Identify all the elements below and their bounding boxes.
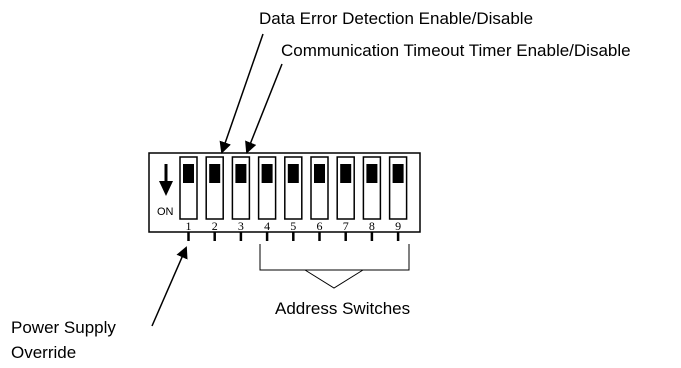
dip-switch-knob-4 — [261, 164, 273, 183]
switch-number-5: 5 — [290, 219, 296, 233]
switch-number-1: 1 — [186, 219, 192, 233]
switch-number-7: 7 — [343, 219, 349, 233]
dip-switch-knob-9 — [392, 164, 404, 183]
comm-timeout-arrow — [245, 63, 283, 154]
comm-timeout-label: Communication Timeout Timer Enable/Disab… — [281, 41, 631, 60]
dip-switch-knob-3 — [235, 164, 247, 183]
data-error-label: Data Error Detection Enable/Disable — [259, 9, 533, 28]
dip-switch-knob-8 — [366, 164, 378, 183]
power-supply-label-line2: Override — [11, 343, 76, 362]
switch-number-2: 2 — [212, 219, 218, 233]
dip-switch-knob-1 — [183, 164, 194, 183]
dip-switch-knob-2 — [209, 164, 221, 183]
dip-switch-housing — [148, 152, 421, 233]
dip-switch-knob-7 — [340, 164, 352, 183]
address-switches-label: Address Switches — [275, 299, 410, 318]
dip-switch-knob-6 — [314, 164, 325, 183]
on-label: ON — [157, 206, 174, 218]
switch-number-6: 6 — [317, 219, 323, 233]
power-supply-arrow — [151, 246, 188, 327]
address-bracket-point — [304, 269, 364, 289]
on-arrow-icon — [159, 164, 173, 196]
switch-number-4: 4 — [264, 219, 270, 233]
switch-group: 1 2 3 4 5 6 7 8 9 — [179, 156, 408, 241]
switch-number-3: 3 — [238, 219, 244, 233]
switch-number-9: 9 — [395, 219, 401, 233]
power-supply-label-line1: Power Supply — [11, 318, 116, 337]
dip-switch-knob-5 — [287, 164, 299, 183]
switch-number-8: 8 — [369, 219, 375, 233]
address-bracket — [259, 244, 410, 271]
data-error-arrow — [219, 33, 264, 154]
